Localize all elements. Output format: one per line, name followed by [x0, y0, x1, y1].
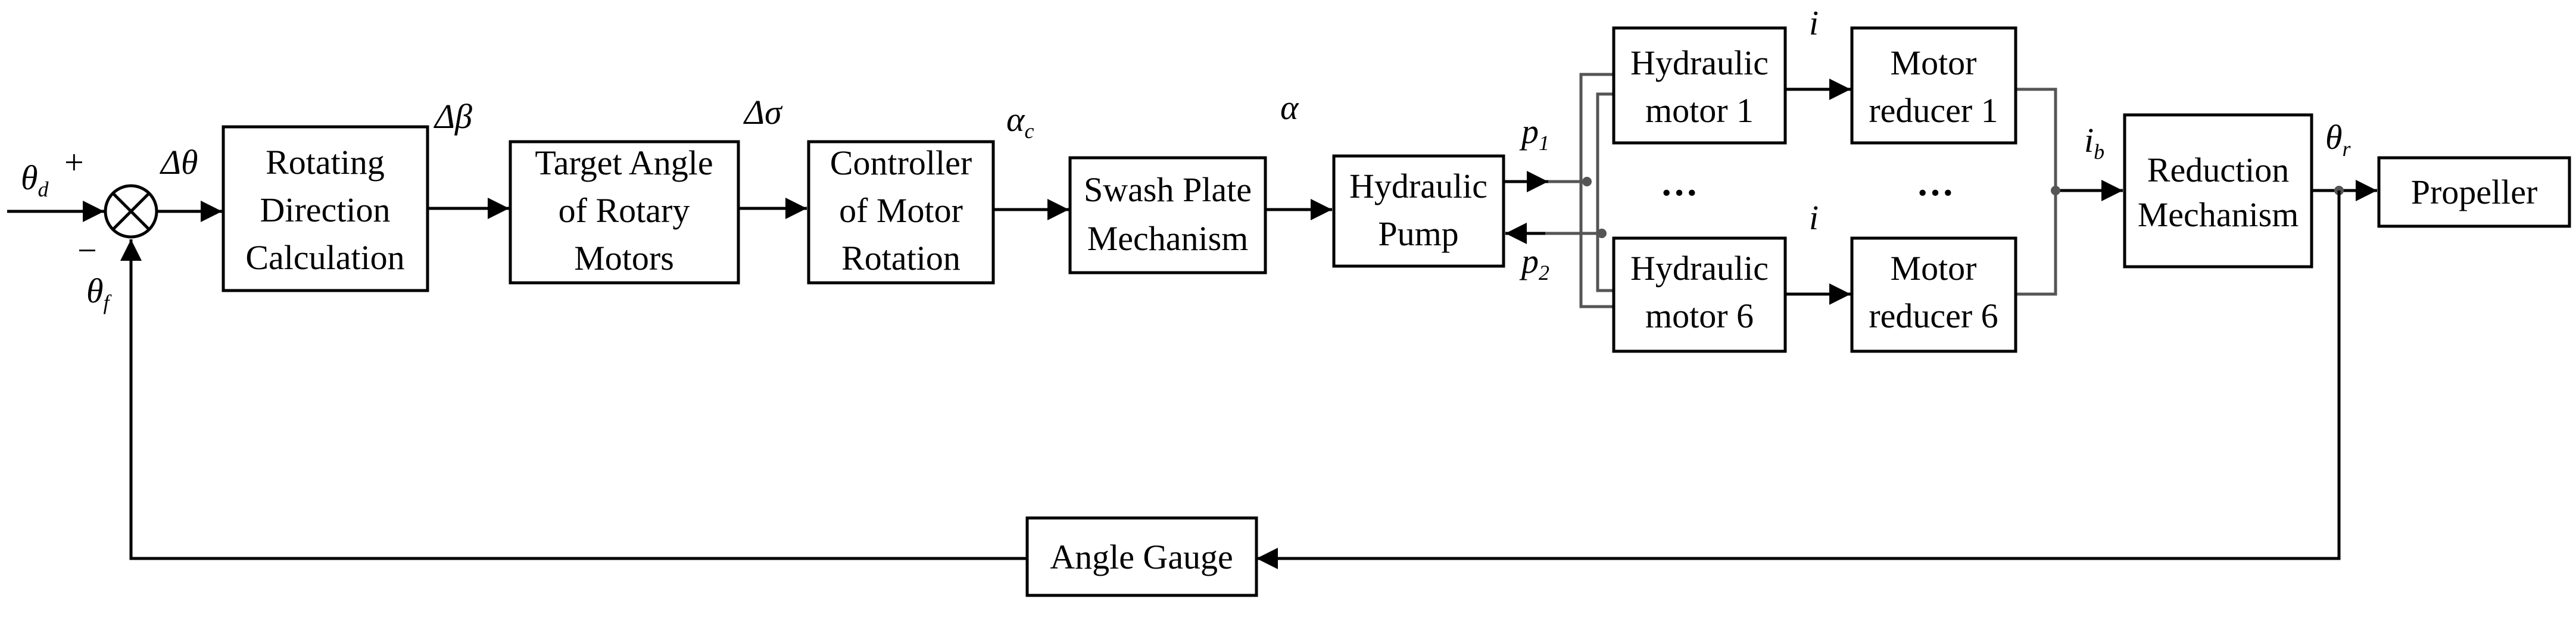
theta-feedback-label: θf — [86, 271, 113, 314]
controller-line-3: Rotation — [841, 239, 960, 277]
rdc-line-1: Rotating — [266, 143, 385, 182]
block-rotating-direction-calculation: Rotating Direction Calculation — [222, 125, 429, 292]
alpha-label: α — [1280, 88, 1299, 127]
reducer1-line-1: Motor — [1891, 43, 1977, 82]
pump-line-1: Hydraulic — [1349, 167, 1487, 205]
block-hydraulic-pump: Hydraulic Pump — [1332, 154, 1505, 268]
i-bottom-label: i — [1809, 198, 1819, 237]
block-hydraulic-motor-6: Hydraulic motor 6 — [1612, 236, 1787, 353]
minus-sign: − — [77, 231, 97, 270]
delta-theta-label: Δθ — [160, 143, 198, 182]
motor6-line-1: Hydraulic — [1630, 249, 1769, 288]
summing-junction — [104, 184, 158, 239]
block-motor-reducer-6: Motor reducer 6 — [1850, 236, 2017, 353]
delta-beta-label: Δβ — [434, 97, 472, 136]
hydraulic-inner-loop — [1596, 92, 1613, 292]
motor1-line-2: motor 1 — [1645, 91, 1754, 130]
block-reduction-mechanism: Reduction Mechanism — [2123, 113, 2313, 269]
target-line-3: Motors — [574, 239, 674, 277]
block-controller-of-motor-rotation: Controller of Motor Rotation — [807, 140, 995, 285]
hydraulic-outer-loop — [1579, 73, 1613, 308]
propeller-label: Propeller — [2411, 173, 2538, 211]
controller-line-1: Controller — [830, 143, 972, 182]
swash-line-1: Swash Plate — [1084, 170, 1252, 209]
reduction-line-1: Reduction — [2147, 151, 2289, 189]
p1-junction — [1582, 177, 1592, 186]
block-angle-gauge: Angle Gauge — [1025, 516, 1258, 597]
feedback-to-gauge-arrow — [1256, 191, 2341, 569]
angle-gauge-label: Angle Gauge — [1050, 538, 1233, 576]
reducers-merge-line — [2016, 88, 2057, 296]
delta-omega-label: Δσ — [743, 93, 783, 132]
theta-in-label: θd — [21, 158, 49, 201]
rdc-line-2: Direction — [260, 191, 390, 229]
rdc-line-3: Calculation — [245, 238, 404, 277]
p1-label: p1 — [1519, 112, 1549, 155]
block-propeller: Propeller — [2377, 156, 2571, 228]
reducer6-line-2: reducer 6 — [1869, 296, 1998, 335]
motor1-line-1: Hydraulic — [1630, 43, 1769, 82]
reducer-merge-junction — [2051, 186, 2060, 195]
plus-sign: + — [64, 143, 84, 182]
motor6-line-2: motor 6 — [1645, 296, 1754, 335]
i-top-label: i — [1809, 4, 1819, 42]
controller-line-2: of Motor — [839, 191, 963, 230]
connections — [7, 73, 2377, 569]
block-target-angle-of-rotary-motors: Target Angle of Rotary Motors — [509, 140, 740, 285]
i-b-label: ib — [2084, 121, 2104, 164]
target-line-1: Target Angle — [535, 143, 713, 182]
block-motor-reducer-1: Motor reducer 1 — [1850, 26, 2017, 145]
reduction-line-2: Mechanism — [2138, 195, 2299, 234]
signal-labels: θd + − θf Δθ Δβ Δσ αc α p1 p2 i i — [21, 4, 2352, 314]
block-swash-plate-mechanism: Swash Plate Mechanism — [1068, 156, 1267, 274]
motors-ellipsis: ··· — [1660, 171, 1698, 214]
feedback-to-sum-arrow — [120, 239, 1027, 560]
p2-junction — [1597, 229, 1607, 238]
swash-line-2: Mechanism — [1087, 219, 1249, 258]
p2-label: p2 — [1519, 242, 1549, 285]
reducer6-line-1: Motor — [1891, 249, 1977, 288]
block-hydraulic-motor-1: Hydraulic motor 1 — [1612, 26, 1787, 145]
pump-line-2: Pump — [1378, 214, 1458, 253]
target-line-2: of Rotary — [559, 191, 690, 230]
theta-out-label: θr — [2325, 118, 2352, 161]
alpha-c-label: αc — [1006, 100, 1034, 143]
reducer1-line-2: reducer 1 — [1869, 91, 1998, 130]
reducers-ellipsis: ··· — [1916, 171, 1954, 214]
